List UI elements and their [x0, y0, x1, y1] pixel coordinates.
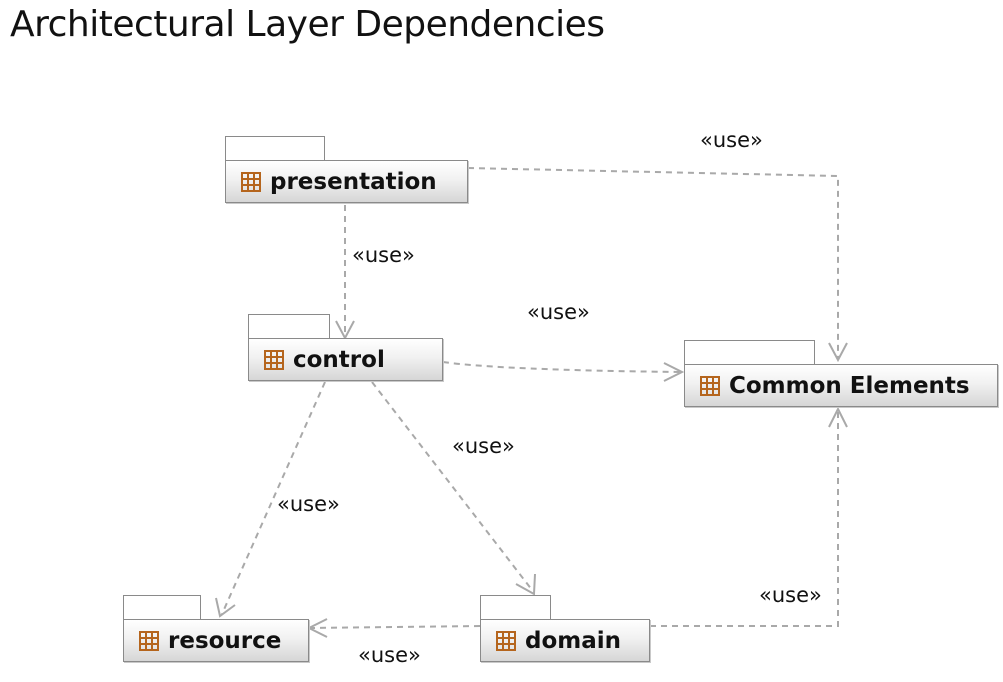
package-tab-presentation — [225, 136, 325, 161]
package-label-resource: resource — [168, 627, 282, 654]
edge-control-domain — [371, 381, 533, 591]
arrowhead-common-bottom — [828, 406, 848, 428]
edge-label-presentation-common: «use» — [700, 128, 763, 152]
package-tab-resource — [123, 595, 201, 620]
package-icon — [700, 375, 720, 396]
diagram-title: Architectural Layer Dependencies — [10, 4, 605, 45]
package-control[interactable]: control — [248, 338, 443, 381]
package-label-control: control — [293, 346, 385, 373]
edge-control-common — [442, 361, 681, 373]
arrowhead-common-left — [663, 362, 685, 382]
arrowhead-resource-right — [306, 618, 328, 638]
edge-label-control-resource: «use» — [277, 492, 340, 516]
edge-label-control-domain: «use» — [452, 434, 515, 458]
edge-domain-common — [650, 410, 839, 627]
arrowhead-resource — [215, 597, 236, 618]
package-tab-control — [248, 314, 330, 339]
edge-label-presentation-control: «use» — [352, 243, 415, 267]
package-label-presentation: presentation — [270, 168, 437, 195]
package-icon — [496, 630, 516, 651]
arrowhead-domain — [515, 573, 536, 596]
package-presentation[interactable]: presentation — [225, 160, 468, 203]
package-label-domain: domain — [525, 627, 622, 654]
package-icon — [139, 630, 159, 651]
edge-label-domain-resource: «use» — [358, 643, 421, 667]
edge-label-domain-common: «use» — [759, 583, 822, 607]
package-icon — [241, 171, 261, 192]
package-tab-common — [684, 340, 815, 365]
package-common-elements[interactable]: Common Elements — [684, 364, 998, 407]
package-label-common: Common Elements — [729, 372, 970, 399]
package-domain[interactable]: domain — [480, 619, 650, 662]
edge-control-resource — [221, 381, 326, 615]
edge-label-control-common: «use» — [527, 300, 590, 324]
edge-domain-resource — [309, 625, 481, 629]
package-tab-domain — [480, 595, 551, 620]
edge-presentation-common — [467, 167, 839, 358]
arrowhead-common-top — [828, 342, 848, 363]
package-resource[interactable]: resource — [123, 619, 309, 662]
package-icon — [264, 349, 284, 370]
